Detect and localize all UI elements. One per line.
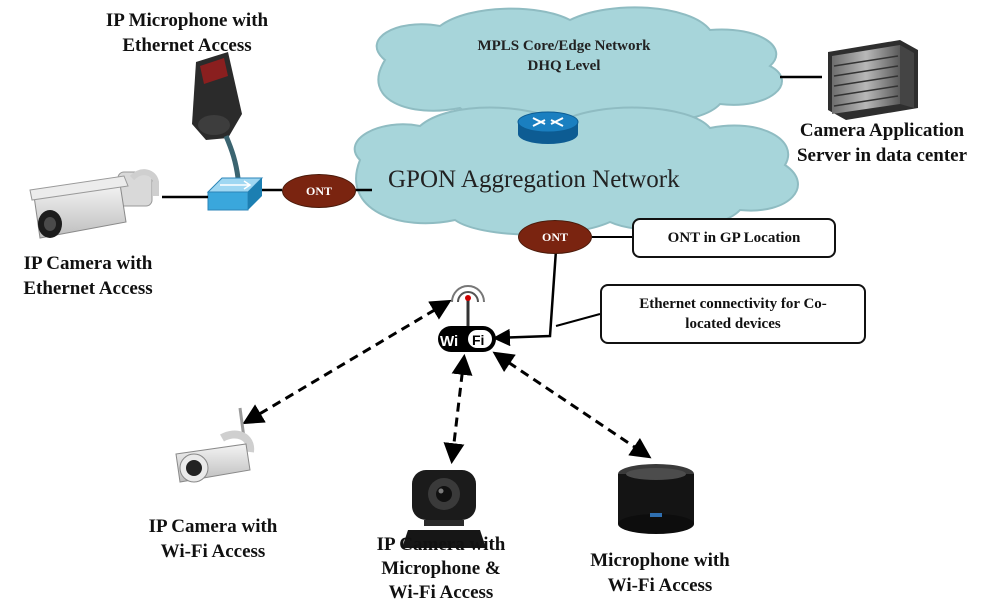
callout-ont-gp-location: ONT in GP Location [632,218,836,258]
ip-camera-mic-wifi-label: IP Camera with Microphone & Wi-Fi Access [346,533,536,605]
callout-pointer-ethernet [555,313,601,327]
wifi-logo-right: Fi [472,332,484,348]
wifi-link-microphone [492,351,652,459]
callout-ont-gp-location-text: ONT in GP Location [667,230,801,246]
wifi-access-point-icon: Wi Fi [438,285,496,352]
camera-app-server-label-line-1: Camera Application [799,120,965,141]
ont-gp-location: ONT [518,220,592,254]
camera-app-server-label-line-2: Server in data center [796,145,968,166]
ip-camera-mic-wifi-label-line-3: Wi-Fi Access [388,582,494,603]
gpon-cloud-label: GPON Aggregation Network [388,166,680,193]
ip-camera-wifi-icon [175,407,255,483]
camera-app-server-label: Camera Application Server in data center [772,118,992,168]
mpls-cloud-label-line-1: MPLS Core/Edge Network [477,38,651,54]
gpon-cloud [353,106,799,236]
server-rack-icon [828,40,918,120]
ont-wifi-link [492,249,558,347]
mpls-cloud-label-line-2: DHQ Level [527,58,601,74]
ip-camera-ethernet-label-line-1: IP Camera with [23,253,153,274]
ip-microphone-ethernet-label-line-1: IP Microphone with [105,10,269,31]
ip-camera-mic-wifi-label-line-2: Microphone & [381,558,501,579]
ip-camera-wifi-label-line-2: Wi-Fi Access [160,541,266,562]
ip-microphone-ethernet-label: IP Microphone with Ethernet Access [72,8,302,58]
microphone-wifi-icon [618,464,694,534]
wifi-logo-left: Wi [440,333,458,350]
ont-left: ONT [282,174,356,208]
ip-microphone-ethernet-label-line-2: Ethernet Access [122,35,252,56]
callout-ethernet-colocated: Ethernet connectivity for Co- located de… [600,284,866,344]
microphone-wifi-label-line-1: Microphone with [590,550,730,571]
ip-camera-ethernet-label-line-2: Ethernet Access [23,278,153,299]
ip-camera-mic-wifi-label-line-1: IP Camera with [376,534,506,555]
callout-ethernet-colocated-line-1: Ethernet connectivity for Co- [639,296,827,312]
ip-microphone-icon [192,52,242,179]
callout-ethernet-colocated-line-2: located devices [685,316,781,332]
wifi-link-camera-mic [443,353,473,465]
ip-camera-microphone-icon [402,470,486,548]
ethernet-switch-icon [206,177,264,211]
ip-camera-wifi-label: IP Camera with Wi-Fi Access [118,514,308,564]
microphone-wifi-label-line-2: Wi-Fi Access [607,575,713,596]
ip-camera-ethernet-icon [29,169,159,239]
mpls-cloud-label: MPLS Core/Edge Network DHQ Level [446,36,682,76]
ip-camera-ethernet-label: IP Camera with Ethernet Access [0,251,176,301]
wifi-link-camera [242,299,452,425]
ip-camera-wifi-label-line-1: IP Camera with [148,516,278,537]
router-icon [517,111,579,144]
microphone-wifi-label: Microphone with Wi-Fi Access [560,548,760,598]
